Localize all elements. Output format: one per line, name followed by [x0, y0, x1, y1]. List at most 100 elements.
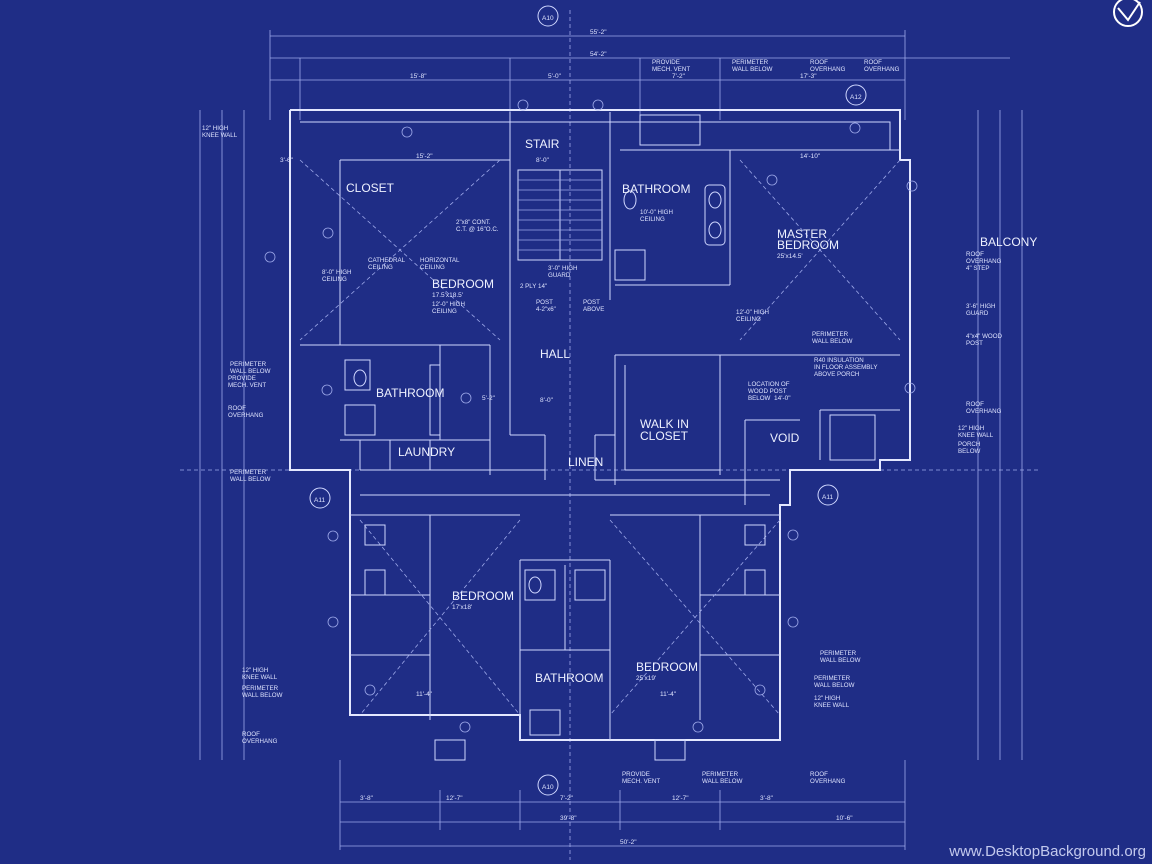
note: CEILING: [432, 308, 457, 315]
room-label-bedroom-se: BEDROOM: [636, 660, 698, 674]
note: 2"x8" CONT.: [456, 219, 491, 226]
note: CEILING: [420, 264, 445, 271]
walls: [289, 109, 911, 741]
room-size-bedroom-se: 25'x19': [636, 675, 656, 682]
note: POST: [583, 299, 600, 306]
note: PERIMETER: [230, 469, 267, 476]
note: 4-2"x6": [536, 306, 556, 313]
dimension-label: 39'-8": [560, 815, 577, 822]
dimension-label: 10'-6": [836, 815, 853, 822]
section-tag: A10: [542, 784, 554, 791]
note: KNEE WALL: [242, 674, 278, 681]
dimension-label: 5'-2": [482, 395, 496, 402]
dimension-label: 8'-0": [540, 397, 554, 404]
room-labels: CLOSET STAIR BATHROOM MASTER BEDROOM 25'…: [346, 137, 1037, 685]
dimension-label: 7'-2": [560, 795, 574, 802]
note: ROOF: [810, 59, 828, 66]
note: LOCATION OF: [748, 381, 790, 388]
note: BELOW: [958, 448, 981, 455]
room-label-bedroom-nw: BEDROOM: [432, 277, 494, 291]
dimension-label: 55'-2": [590, 29, 607, 36]
note: PROVIDE: [622, 771, 650, 778]
room-label-linen: LINEN: [568, 455, 603, 469]
section-tags: A10 A12 A11 A11 A10: [314, 15, 862, 791]
note: POST: [536, 299, 553, 306]
note: OVERHANG: [228, 412, 264, 419]
dimension-label: 5'-0": [548, 73, 562, 80]
note: 12'-0" HIGH: [432, 301, 465, 308]
note: PROVIDE: [652, 59, 680, 66]
note: KNEE WALL: [202, 132, 238, 139]
note: PERIMETER: [702, 771, 739, 778]
note: WALL BELOW: [242, 692, 283, 699]
note: MECH. VENT: [228, 382, 266, 389]
dimension-label: 14'-10": [800, 153, 821, 160]
dimension-label: 14'-0": [774, 395, 791, 402]
note: WOOD POST: [748, 388, 787, 395]
note: WALL BELOW: [814, 682, 855, 689]
note: ABOVE: [583, 306, 604, 313]
dimension-label: 8'-0": [536, 157, 550, 164]
ceiling-slope-lines: [299, 159, 901, 716]
note: 2 PLY 14": [520, 283, 547, 290]
note: OVERHANG: [966, 258, 1002, 265]
note: ROOF: [228, 405, 246, 412]
note: WALL BELOW: [702, 778, 743, 785]
note: WALL BELOW: [230, 368, 271, 375]
dimension-lines: [180, 10, 1040, 860]
section-tag: A10: [542, 15, 554, 22]
note: GUARD: [966, 310, 989, 317]
note: PERIMETER: [732, 59, 769, 66]
watermark-text: www.DesktopBackground.org: [949, 843, 1146, 860]
room-label-closet-walk-in: CLOSET: [640, 429, 689, 443]
room-size-bedroom-nw: 17.5'x18.5': [432, 292, 463, 299]
note: IN FLOOR ASSEMBLY: [814, 364, 878, 371]
dimension-label: 3'-6": [280, 157, 294, 164]
note: 12" HIGH: [242, 667, 268, 674]
note: CEILING: [736, 316, 761, 323]
note: 12" HIGH: [814, 695, 840, 702]
note: 12" HIGH: [958, 425, 984, 432]
room-label-master-bedroom: BEDROOM: [777, 238, 839, 252]
dimension-label: 3'-8": [360, 795, 374, 802]
room-label-void: VOID: [770, 431, 800, 445]
dimension-label: 3'-8": [760, 795, 774, 802]
room-label-balcony: BALCONY: [980, 235, 1037, 249]
note: MECH. VENT: [622, 778, 660, 785]
note: OVERHANG: [864, 66, 900, 73]
note: 3'-6" HIGH: [966, 303, 996, 310]
note: CEILING: [322, 276, 347, 283]
note: ABOVE PORCH: [814, 371, 859, 378]
note: CEILING: [640, 216, 665, 223]
fixtures: [344, 114, 876, 761]
note: R40 INSULATION: [814, 357, 864, 364]
note: OVERHANG: [242, 738, 278, 745]
note: OVERHANG: [810, 778, 846, 785]
room-label-bedroom-sw: BEDROOM: [452, 589, 514, 603]
room-label-closet: CLOSET: [346, 181, 395, 195]
note: WALL BELOW: [820, 657, 861, 664]
note: KNEE WALL: [958, 432, 994, 439]
note: PROVIDE: [228, 375, 256, 382]
note: BELOW: [748, 395, 771, 402]
dimension-label: 11'-4": [660, 691, 677, 698]
note: OVERHANG: [810, 66, 846, 73]
section-tag: A12: [850, 94, 862, 101]
note: KNEE WALL: [814, 702, 850, 709]
note: ROOF: [966, 401, 984, 408]
dimension-label: 12'-7": [672, 795, 689, 802]
note: CATHEDRAL: [368, 257, 406, 264]
dimension-label: 12'-7": [446, 795, 463, 802]
note: ROOF: [242, 731, 260, 738]
room-size-bedroom-sw: 17'x18': [452, 604, 472, 611]
stair-treads: [517, 169, 603, 261]
dimension-label: 15'-2": [416, 153, 433, 160]
room-label-bathroom-left: BATHROOM: [376, 386, 444, 400]
note: MECH. VENT: [652, 66, 690, 73]
note: 10'-0" HIGH: [640, 209, 673, 216]
note: POST: [966, 340, 983, 347]
note: HORIZONTAL: [420, 257, 460, 264]
note: ROOF: [864, 59, 882, 66]
section-markers: [264, 5, 918, 796]
